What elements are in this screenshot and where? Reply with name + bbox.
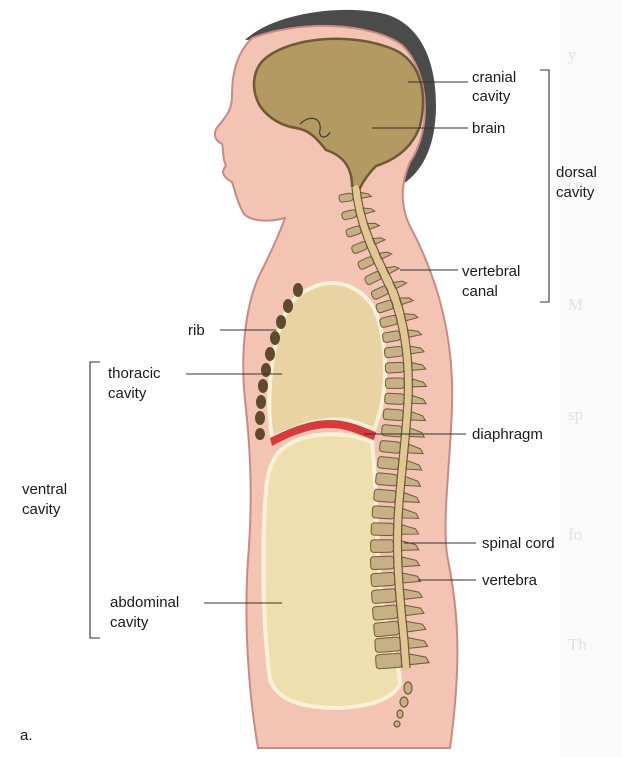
vertebra bbox=[385, 393, 405, 405]
rib bbox=[256, 395, 266, 409]
vertebra bbox=[377, 456, 399, 469]
label-diaphragm: diaphragm bbox=[472, 426, 543, 443]
vertebra bbox=[371, 572, 395, 586]
background-text: y ce M sp fo Th bbox=[560, 0, 622, 757]
vertebra bbox=[375, 473, 397, 487]
svg-text:fo: fo bbox=[568, 525, 582, 544]
vertebra bbox=[385, 362, 404, 373]
vertebra bbox=[373, 621, 399, 637]
vertebra bbox=[375, 637, 401, 653]
rib bbox=[255, 411, 265, 425]
svg-text:Th: Th bbox=[568, 635, 587, 654]
rib bbox=[255, 428, 265, 440]
vertebra bbox=[379, 440, 400, 453]
vertebra bbox=[371, 589, 396, 604]
rib bbox=[276, 315, 286, 329]
vertebra bbox=[372, 605, 398, 621]
svg-text:y: y bbox=[568, 45, 577, 64]
rib bbox=[293, 283, 303, 297]
rib bbox=[258, 379, 268, 393]
vertebra bbox=[375, 653, 402, 669]
vertebra bbox=[381, 424, 402, 437]
svg-text:M: M bbox=[568, 295, 583, 314]
label-brain: brain bbox=[472, 120, 505, 137]
label-spinal-cord: spinal cord bbox=[482, 535, 555, 552]
vertebra bbox=[371, 540, 394, 553]
vertebra bbox=[370, 556, 394, 570]
label-thoracic-cavity: thoracic cavity bbox=[108, 365, 165, 402]
label-vertebra: vertebra bbox=[482, 572, 538, 589]
label-rib: rib bbox=[188, 322, 205, 339]
svg-text:sp: sp bbox=[568, 405, 583, 424]
vertebra bbox=[371, 523, 394, 536]
vertebra bbox=[384, 346, 403, 358]
vertebra bbox=[386, 378, 405, 388]
label-abdominal-cavity: abdominal cavity bbox=[110, 594, 183, 631]
rib bbox=[265, 347, 275, 361]
rib bbox=[270, 331, 280, 345]
dorsal-bracket bbox=[540, 70, 549, 302]
vertebra bbox=[383, 409, 403, 421]
rib bbox=[261, 363, 271, 377]
label-cranial-cavity: cranial cavity bbox=[472, 69, 520, 105]
coccyx-segment bbox=[404, 682, 412, 694]
coccyx-segment bbox=[394, 721, 400, 727]
vertebra bbox=[374, 489, 396, 503]
vertebra bbox=[372, 506, 395, 519]
label-panel-letter: a. bbox=[20, 727, 33, 744]
rib bbox=[283, 299, 293, 313]
label-vertebral-canal: vertebral canal bbox=[462, 263, 525, 300]
label-ventral-cavity: ventral cavity bbox=[22, 481, 71, 518]
coccyx-segment bbox=[397, 710, 403, 718]
ventral-bracket bbox=[90, 362, 100, 638]
vertebra bbox=[339, 193, 354, 203]
coccyx-segment bbox=[400, 697, 408, 707]
